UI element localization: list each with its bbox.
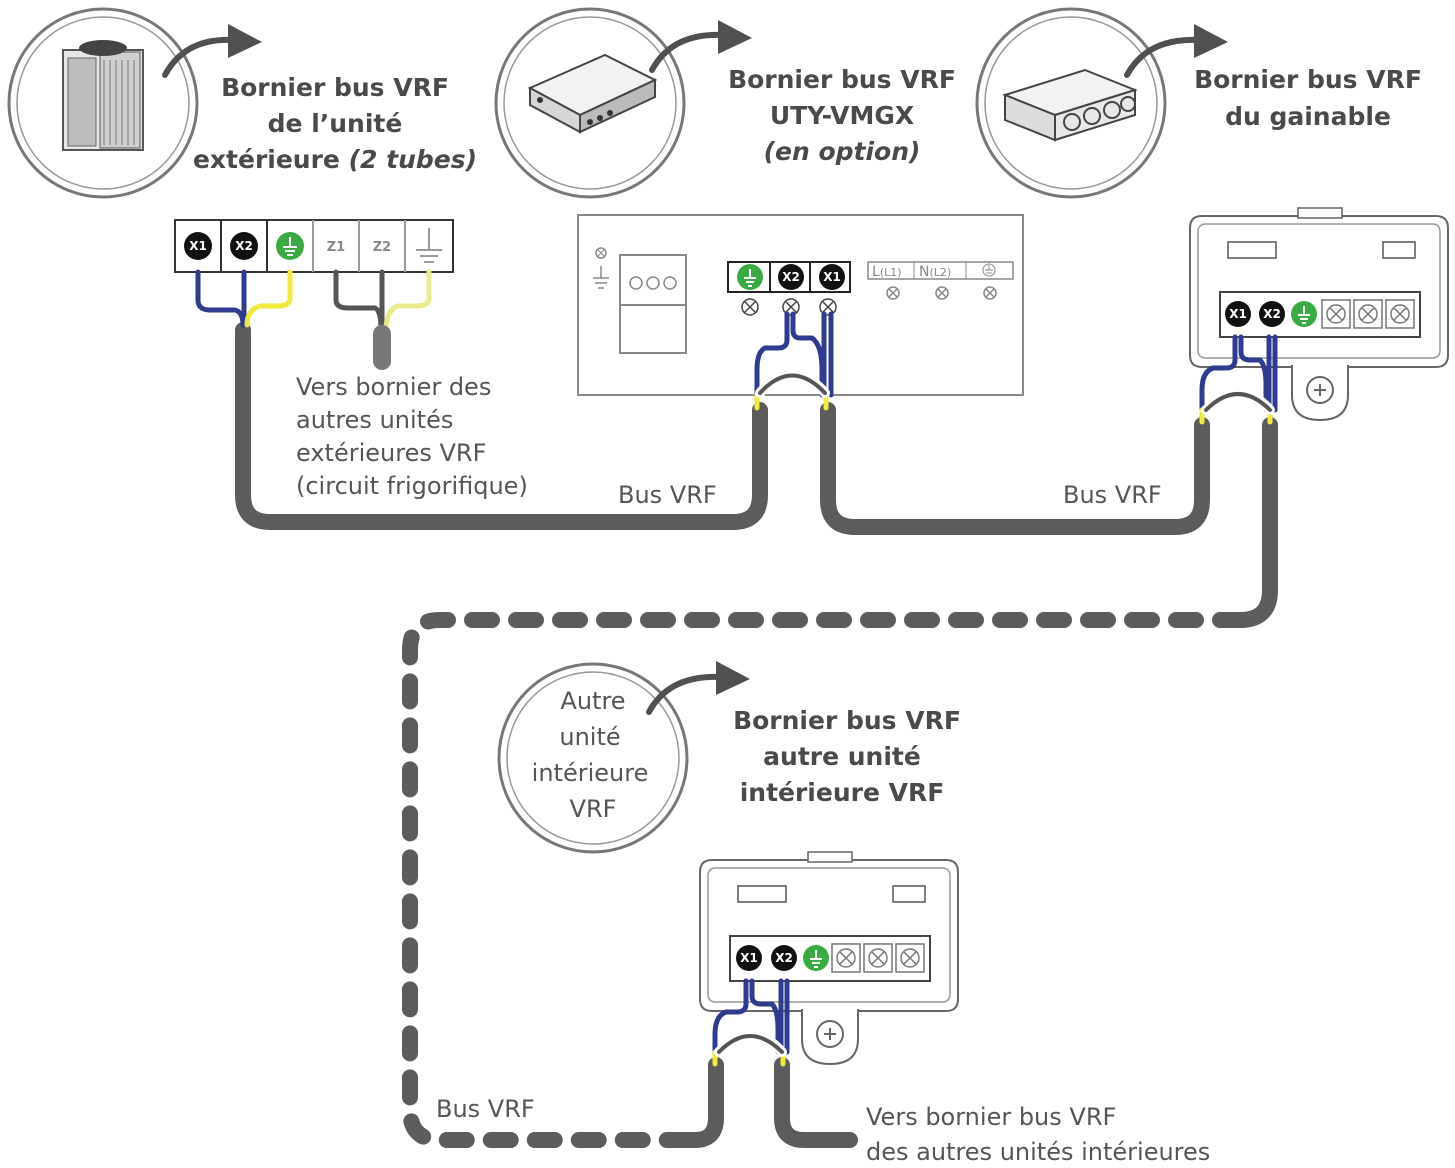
option-arrow (649, 31, 725, 73)
bus-label-3: Bus VRF (436, 1095, 535, 1123)
svg-text:X2: X2 (1263, 307, 1281, 321)
outdoor-note-line3: extérieures VRF (296, 439, 486, 467)
svg-text:X2: X2 (775, 951, 793, 965)
earth-symbol-icon (416, 228, 442, 263)
bus-cable-option-to-ducted (820, 402, 1210, 535)
ducted-unit-image (1002, 68, 1138, 142)
option-title-line1: Bornier bus VRF (728, 65, 956, 94)
ducted-mounting-screw (1291, 365, 1349, 422)
earth-terminal-icon (1291, 301, 1317, 327)
other-indoor-note-line2: des autres unités intérieures (866, 1138, 1210, 1166)
bus-label-1: Bus VRF (618, 481, 717, 509)
outdoor-unit-circle (7, 7, 262, 199)
earth-terminal-icon (737, 264, 763, 290)
outdoor-arrow (162, 36, 235, 78)
terminal-x1: X1 (1225, 301, 1251, 327)
outdoor-wires (195, 269, 293, 328)
bus-cable-outdoor-to-option (235, 322, 768, 530)
option-title-line2: UTY-VMGX (770, 101, 914, 130)
other-indoor-circle-line2: unité (559, 723, 620, 751)
terminal-x2: X2 (1259, 301, 1285, 327)
svg-text:X2: X2 (782, 270, 800, 284)
option-box-image (527, 53, 658, 134)
other-indoor-circle-line3: intérieure (532, 759, 649, 787)
other-indoor-title-line3: intérieure VRF (740, 778, 945, 807)
bus-cables (235, 322, 1278, 1148)
other-indoor-note-line1: Vers bornier bus VRF (866, 1103, 1116, 1131)
bus-cable-dashed (402, 612, 1248, 1148)
svg-text:X2: X2 (235, 239, 253, 253)
outdoor-title-line3b: (2 tubes) (349, 145, 477, 174)
outdoor-note-line4: (circuit frigorifique) (296, 472, 528, 500)
terminal-x2: X2 (771, 945, 797, 971)
other-indoor-circle-line4: VRF (570, 795, 617, 823)
z-cable-stub (373, 325, 391, 370)
option-left-connector (593, 247, 687, 354)
outdoor-title-line1: Bornier bus VRF (221, 73, 449, 102)
screw-icons (831, 943, 925, 973)
other-indoor-mounting-screw (801, 1009, 859, 1066)
option-title-line3: (en option) (764, 137, 921, 166)
terminal-x1: X1 (184, 232, 212, 260)
terminal-x1: X1 (736, 945, 762, 971)
other-indoor-title-line2: autre unité (763, 742, 921, 771)
outdoor-terminal-block: X1 X2 Z1 Z2 (174, 219, 454, 273)
bus-label-2: Bus VRF (1063, 481, 1162, 509)
outdoor-title-line3: extérieure (2 tubes) (193, 145, 477, 174)
outdoor-title-line3a: extérieure (193, 145, 340, 174)
earth-symbol-icon (982, 263, 996, 277)
terminal-z2: Z2 (373, 240, 391, 255)
earth-terminal-icon (276, 232, 304, 260)
terminal-x2: X2 (778, 264, 804, 290)
other-indoor-wires (712, 978, 790, 1067)
terminal-z1: Z1 (327, 240, 345, 255)
outdoor-note-line2: autres unités (296, 406, 453, 434)
power-terminal: L(L1) N(L2) (867, 261, 1014, 300)
option-box-circle (494, 7, 752, 199)
other-indoor-title-line1: Bornier bus VRF (733, 706, 961, 735)
screw-icons (741, 298, 837, 316)
svg-text:X1: X1 (823, 270, 841, 284)
z-wires (333, 269, 432, 333)
bus-cable-to-other-indoor (662, 1057, 724, 1148)
other-indoor-terminal-housing: X1 X2 (699, 851, 959, 1066)
ducted-wires (1199, 334, 1278, 425)
power-label-n: N(L2) (919, 264, 951, 280)
ducted-arrow (1124, 36, 1201, 78)
ducted-unit-circle (975, 7, 1228, 199)
earth-terminal-icon (803, 945, 829, 971)
ducted-title-line2: du gainable (1225, 102, 1391, 131)
outdoor-title-line2: de l’unité (268, 109, 403, 138)
option-box-board: X2 X1 L(L1) N(L2) (577, 214, 1024, 396)
other-indoor-arrow (646, 673, 723, 715)
outdoor-note-line1: Vers bornier des (296, 373, 491, 401)
outdoor-unit-image (62, 40, 144, 151)
power-label-l: L(L1) (872, 264, 902, 280)
option-wires (754, 311, 834, 411)
bus-cable-to-other-indoor-units (774, 1057, 858, 1148)
other-indoor-circle-line1: Autre (560, 687, 625, 715)
bus-cable-ducted-out (1232, 417, 1278, 628)
terminal-x1: X1 (819, 264, 845, 290)
svg-text:X1: X1 (189, 239, 207, 253)
ducted-terminal-housing: X1 X2 (1189, 207, 1449, 422)
svg-text:X1: X1 (1229, 307, 1247, 321)
terminal-x2: X2 (230, 232, 258, 260)
screw-icons (1321, 299, 1415, 329)
other-indoor-circle: Autre unité intérieure VRF (497, 661, 750, 854)
ducted-title-line1: Bornier bus VRF (1194, 65, 1422, 94)
svg-text:X1: X1 (740, 951, 758, 965)
